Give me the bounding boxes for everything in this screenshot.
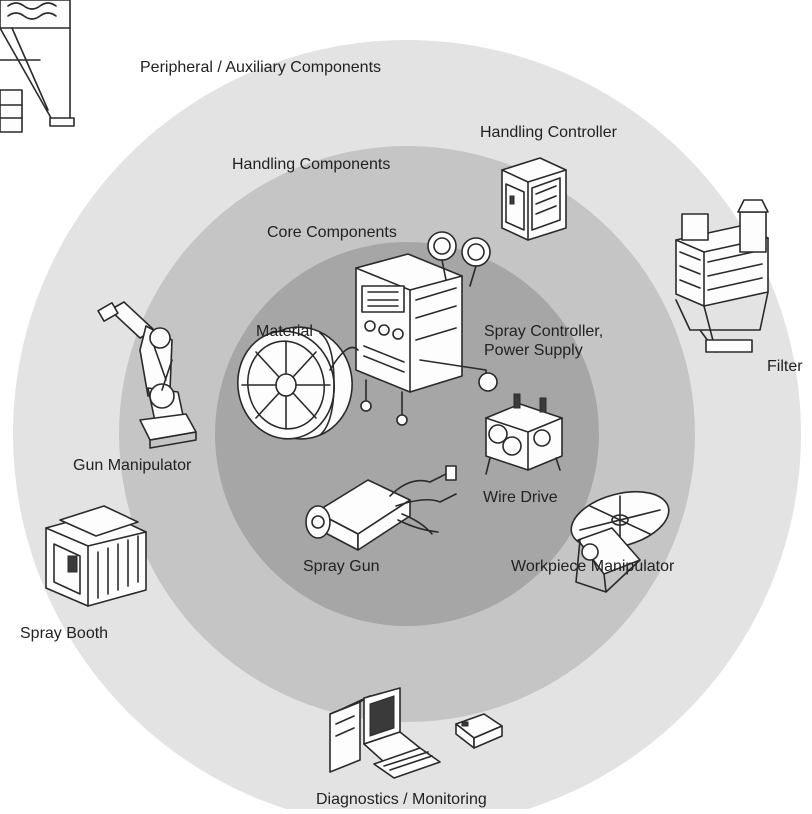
wire-spool-icon [237, 326, 353, 440]
spray-gun-label: Spray Gun [303, 558, 380, 575]
computer-icon [329, 687, 441, 779]
power-supply-label: Power Supply [484, 342, 583, 359]
diagnostics-label: Diagnostics / Monitoring [316, 791, 487, 808]
monitor-device-icon [455, 713, 503, 749]
storage-rack-icon [0, 0, 75, 133]
robot-arm-icon [97, 301, 197, 449]
wire-drive-icon [485, 393, 563, 475]
gun-manipulator-label: Gun Manipulator [73, 457, 192, 474]
rotary-table-icon [570, 490, 670, 593]
handling-controller-label: Handling Controller [480, 124, 617, 141]
filter-unit-icon [675, 199, 769, 353]
wire-drive-label: Wire Drive [483, 489, 558, 506]
spray-controller-label: Spray Controller, [484, 323, 604, 340]
middle-ring-label: Handling Components [232, 156, 391, 173]
handling-controller-icon [501, 157, 567, 241]
outer-ring-label: Peripheral / Auxiliary Components [140, 59, 382, 76]
core-ring-label: Core Components [267, 224, 397, 241]
workpiece-manipulator-label: Workpiece Manipulator [511, 558, 675, 575]
material-label: Material [256, 323, 313, 340]
spray-controller-icon [329, 231, 498, 426]
spray-booth-icon [45, 505, 147, 607]
spray-booth-label: Spray Booth [20, 625, 109, 642]
spray-gun-icon [305, 465, 457, 551]
filter-label: Filter [767, 358, 803, 375]
